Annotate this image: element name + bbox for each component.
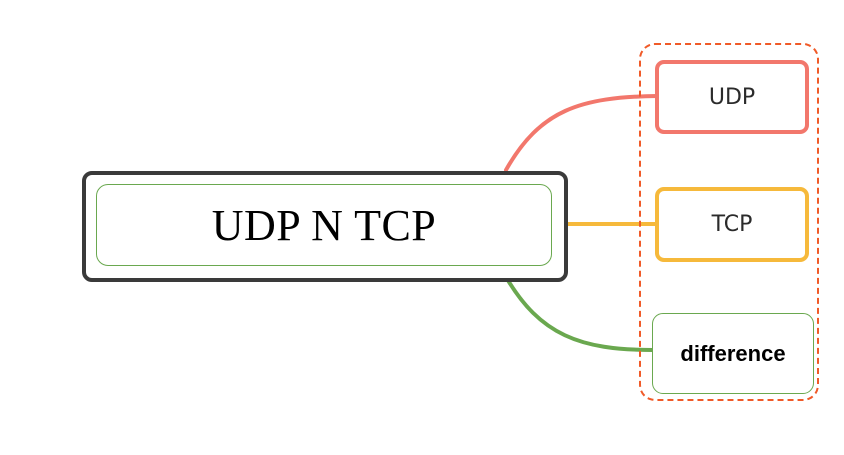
child-node-difference-label: difference [680,340,786,366]
child-node-tcp-label: TCP [711,212,753,237]
connector-difference [504,275,655,352]
root-node[interactable]: UDP N TCP [82,171,568,282]
child-node-difference[interactable]: difference [652,313,814,394]
connector-udp [504,94,659,172]
root-node-label: UDP N TCP [211,200,437,250]
child-node-udp-label: UDP [708,84,756,110]
child-node-tcp[interactable]: TCP [655,187,809,262]
root-node-inner: UDP N TCP [96,184,552,266]
child-node-udp[interactable]: UDP [655,60,809,134]
children-group-frame [639,43,819,401]
